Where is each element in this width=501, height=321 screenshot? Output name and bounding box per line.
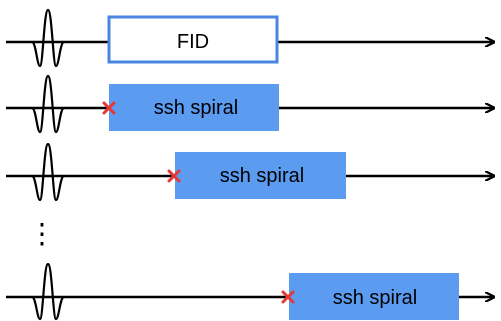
- spiral-readout-label: ssh spiral: [220, 165, 304, 187]
- rf-pulse-icon: [30, 142, 66, 202]
- vertical-ellipsis: ⋮: [28, 217, 56, 250]
- spiral-readout-box: [175, 152, 346, 199]
- sequence-row-spiral-1: ssh spiral: [6, 74, 494, 134]
- spiral-readout-label: ssh spiral: [333, 287, 417, 309]
- rf-pulse-icon: [31, 262, 65, 321]
- echo-marker-icon: [281, 290, 295, 304]
- spiral-readout-box: [109, 84, 279, 131]
- fid-box: [107, 15, 279, 64]
- sequence-row-fid: FID: [6, 8, 494, 68]
- echo-marker-icon: [167, 169, 181, 183]
- spiral-readout-box: [289, 273, 459, 320]
- fid-box-label: FID: [177, 31, 209, 53]
- sequence-row-spiral-2: ssh spiral: [6, 142, 494, 202]
- rf-pulse-icon: [30, 74, 66, 134]
- spiral-readout-label: ssh spiral: [154, 97, 238, 119]
- rf-pulse-icon: [30, 8, 66, 68]
- echo-marker-icon: [102, 101, 116, 115]
- sequence-row-spiral-n: ssh spiral: [6, 262, 494, 321]
